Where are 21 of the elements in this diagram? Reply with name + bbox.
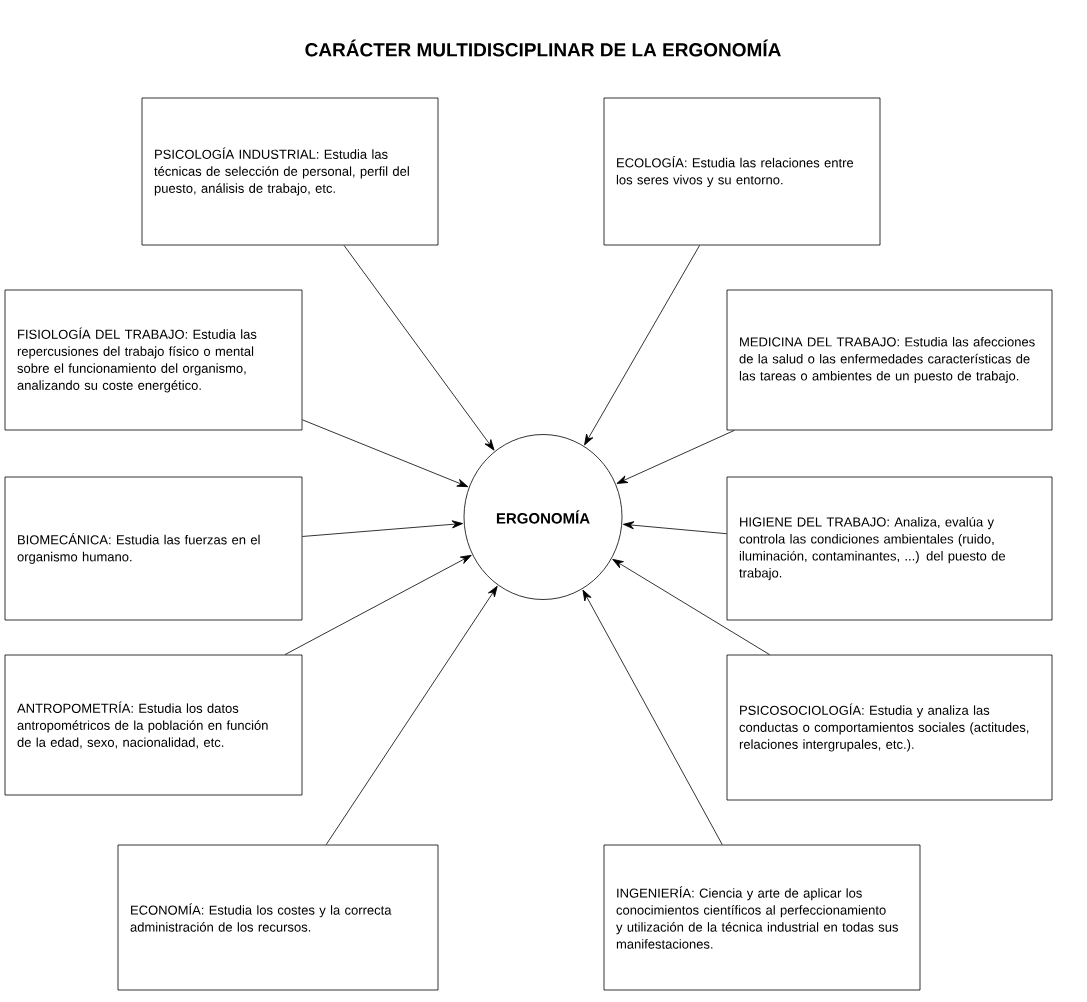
- discipline-box: MEDICINA DEL TRABAJO: Estudia las afecciones de la salud o las enfermedades características de las tareas o ambientes de un puesto de trabajo.: [726, 289, 1053, 431]
- discipline-box: HIGIENE DEL TRABAJO: Analiza, evalúa y controla las condiciones ambientales (ruido, iluminación, contaminantes, ...) del puesto de trabajo.: [726, 476, 1053, 621]
- discipline-box: ANTROPOMETRÍA: Estudia los datos antropométricos de la población en función de la edad, sexo, nacionalidad, etc.: [4, 654, 303, 796]
- arrow: [302, 520, 464, 537]
- discipline-box: ECOLOGÍA: Estudia las relaciones entre los seres vivos y su entorno.: [603, 97, 881, 246]
- arrow: [582, 589, 723, 845]
- discipline-box: PSICOLOGÍA INDUSTRIAL: Estudia las técnicas de selección de personal, perfil del puesto, análisis de trabajo, etc.: [141, 97, 439, 246]
- discipline-box: BIOMECÁNICA: Estudia las fuerzas en el organismo humano.: [4, 476, 303, 621]
- discipline-box: FISIOLOGÍA DEL TRABAJO: Estudia las repercusiones del trabajo físico o mental sobre el funcionamiento del organismo, analizando su coste energético.: [4, 289, 303, 431]
- arrow: [302, 419, 469, 488]
- arrow: [284, 554, 472, 655]
- arrow: [325, 585, 498, 845]
- title: CARÁCTER MULTIDISCIPLINAR DE LA ERGONOMÍA: [305, 39, 781, 57]
- arrow: [584, 245, 700, 446]
- arrow: [612, 558, 770, 655]
- discipline-box: ECONOMÍA: Estudia los costes y la correcta administración de los recursos.: [117, 844, 439, 991]
- discipline-box: INGENIERÍA: Ciencia y arte de aplicar los conocimientos científicos al perfeccionamiento y utilización de la técnica industrial en todas sus manifestaciones.: [603, 844, 921, 991]
- arrow: [343, 245, 495, 451]
- arrow: [616, 430, 735, 484]
- discipline-box: PSICOSOCIOLOGÍA: Estudia y analiza las conductas o comportamientos sociales (actitudes, relaciones intergrupales, etc.).: [726, 654, 1053, 801]
- arrow: [622, 521, 727, 535]
